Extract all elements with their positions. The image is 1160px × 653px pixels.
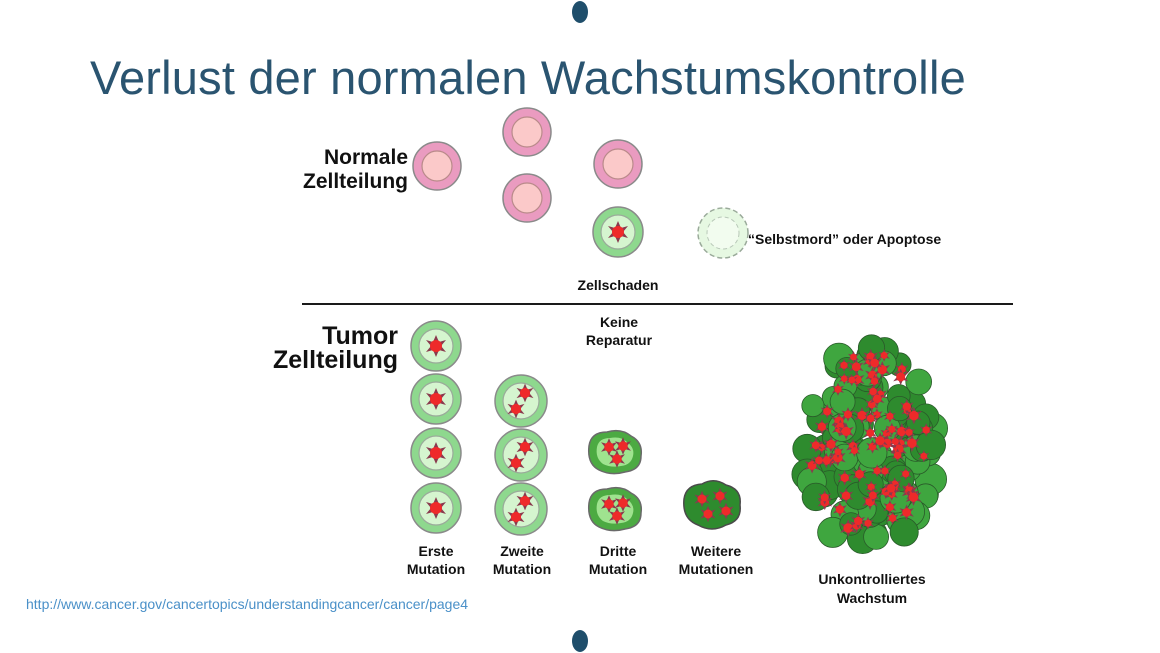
apoptotic-cell [697, 207, 749, 259]
damaged-cell [593, 207, 643, 257]
mutation-label-further-line1: Weitere [691, 543, 742, 559]
normal-cell [593, 139, 643, 189]
cell-damage-label: Zellschaden [578, 277, 659, 293]
third-mutation-column [589, 431, 642, 531]
further-mutations-cell [683, 480, 741, 530]
tumor-division-label-line2: Zellteilung [273, 346, 398, 374]
source-link[interactable]: http://www.cancer.gov/cancertopics/under… [26, 596, 469, 612]
no-repair-label-line2: Reparatur [586, 332, 653, 348]
mutated-cell [411, 374, 461, 424]
normal-division-label-line2: Zellteilung [303, 170, 408, 193]
mutated-cell [411, 321, 461, 371]
tumor-division-label-line1: Tumor [322, 322, 398, 350]
mutation-label-first-line1: Erste [418, 543, 453, 559]
mutated-cell [495, 483, 547, 535]
mutation-label-first-line2: Mutation [407, 561, 465, 577]
normal-division-label-line1: Normale [324, 146, 408, 169]
second-mutation-column [495, 375, 547, 535]
mutated-cell [589, 431, 642, 474]
uncontrolled-growth-label-line2: Wachstum [837, 590, 907, 606]
slide-marker-top [572, 1, 588, 23]
slide-title: Verlust der normalen Wachstumskontrolle [90, 51, 966, 104]
no-repair-label-line1: Keine [600, 314, 638, 330]
first-mutation-column [411, 321, 461, 533]
normal-cell [502, 107, 552, 157]
mutation-label-second-line1: Zweite [500, 543, 544, 559]
mutation-label-third-line2: Mutation [589, 561, 647, 577]
mutation-label-second-line2: Mutation [493, 561, 551, 577]
mutated-cell [495, 375, 547, 427]
uncontrolled-growth-label-line1: Unkontrolliertes [818, 571, 926, 587]
mutation-label-third-line1: Dritte [600, 543, 637, 559]
slide-marker-bottom [572, 630, 588, 652]
mutated-cell [411, 428, 461, 478]
mutated-cell [411, 483, 461, 533]
mutated-cell [495, 429, 547, 481]
normal-cell [412, 141, 462, 191]
normal-division-group [412, 107, 749, 259]
mutation-label-further-line2: Mutationen [679, 561, 754, 577]
uncontrolled-growth-mass [791, 334, 949, 555]
normal-cell [502, 173, 552, 223]
apoptosis-label: “Selbstmord” oder Apoptose [748, 231, 941, 247]
mutated-cell [589, 488, 642, 531]
